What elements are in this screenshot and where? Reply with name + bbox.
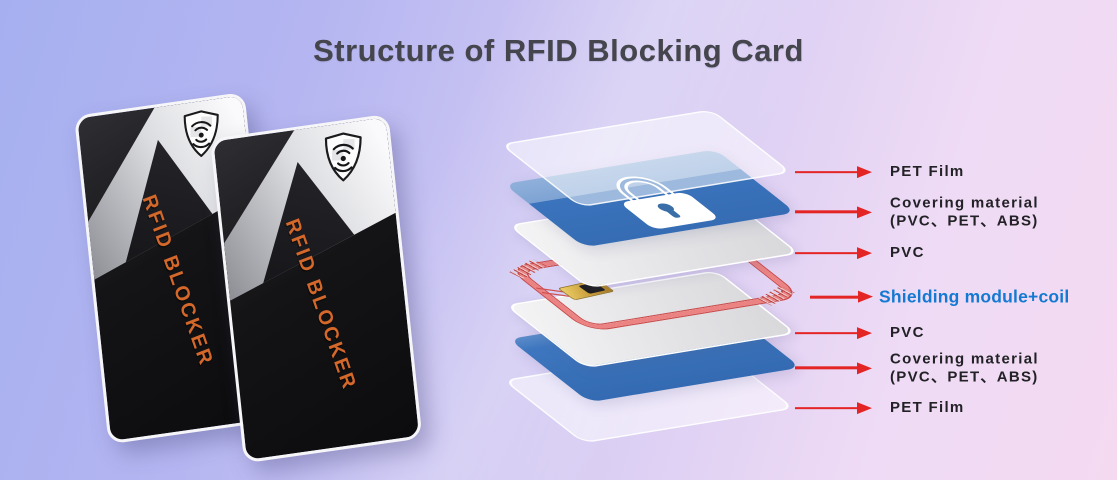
callout-pet-film-bottom: PET Film	[795, 399, 965, 417]
arrow-line	[795, 251, 857, 255]
rfid-card-front: RFID BLOCKER	[210, 113, 423, 464]
arrow-line	[795, 331, 857, 335]
arrow-line	[810, 295, 858, 299]
callout-pvc-top: PVC	[795, 244, 925, 262]
callout-label: PET Film	[890, 163, 965, 181]
arrow-line	[795, 170, 857, 174]
arrow-line	[795, 366, 857, 370]
callout-label: Covering material	[890, 194, 1039, 212]
callout-pet-film-top: PET Film	[795, 163, 965, 181]
arrow-head-icon	[858, 290, 873, 303]
arrow-head-icon	[857, 402, 872, 414]
coil-windings	[509, 259, 547, 279]
arrow-line	[795, 210, 857, 214]
callout-label: PVC	[890, 244, 925, 262]
shield-signal-icon	[324, 132, 362, 182]
arrow-head-icon	[857, 206, 872, 218]
callout-covering-material-bottom: Covering material(PVC、PET、ABS)	[795, 350, 1039, 385]
callout-sublabel: (PVC、PET、ABS)	[890, 368, 1039, 385]
callout-label: Covering material	[890, 350, 1039, 368]
rfid-card-back: RFID BLOCKER	[74, 91, 279, 445]
callout-covering-material-top: Covering material(PVC、PET、ABS)	[795, 194, 1039, 229]
callout-sublabel: (PVC、PET、ABS)	[890, 212, 1039, 229]
callout-label: PVC	[890, 324, 925, 342]
shield-signal-icon	[183, 110, 220, 158]
arrow-line	[795, 406, 857, 410]
page-title: Structure of RFID Blocking Card	[313, 33, 804, 68]
arrow-head-icon	[857, 166, 872, 178]
arrow-head-icon	[857, 362, 872, 374]
arrow-head-icon	[857, 247, 872, 259]
arrow-head-icon	[857, 327, 872, 339]
callout-pvc-bottom: PVC	[795, 324, 925, 342]
callout-label: Shielding module+coil	[879, 286, 1070, 307]
callout-label: PET Film	[890, 399, 965, 417]
callout-shielding-module-coil: Shielding module+coil	[810, 287, 1069, 308]
coil-windings	[757, 285, 795, 306]
